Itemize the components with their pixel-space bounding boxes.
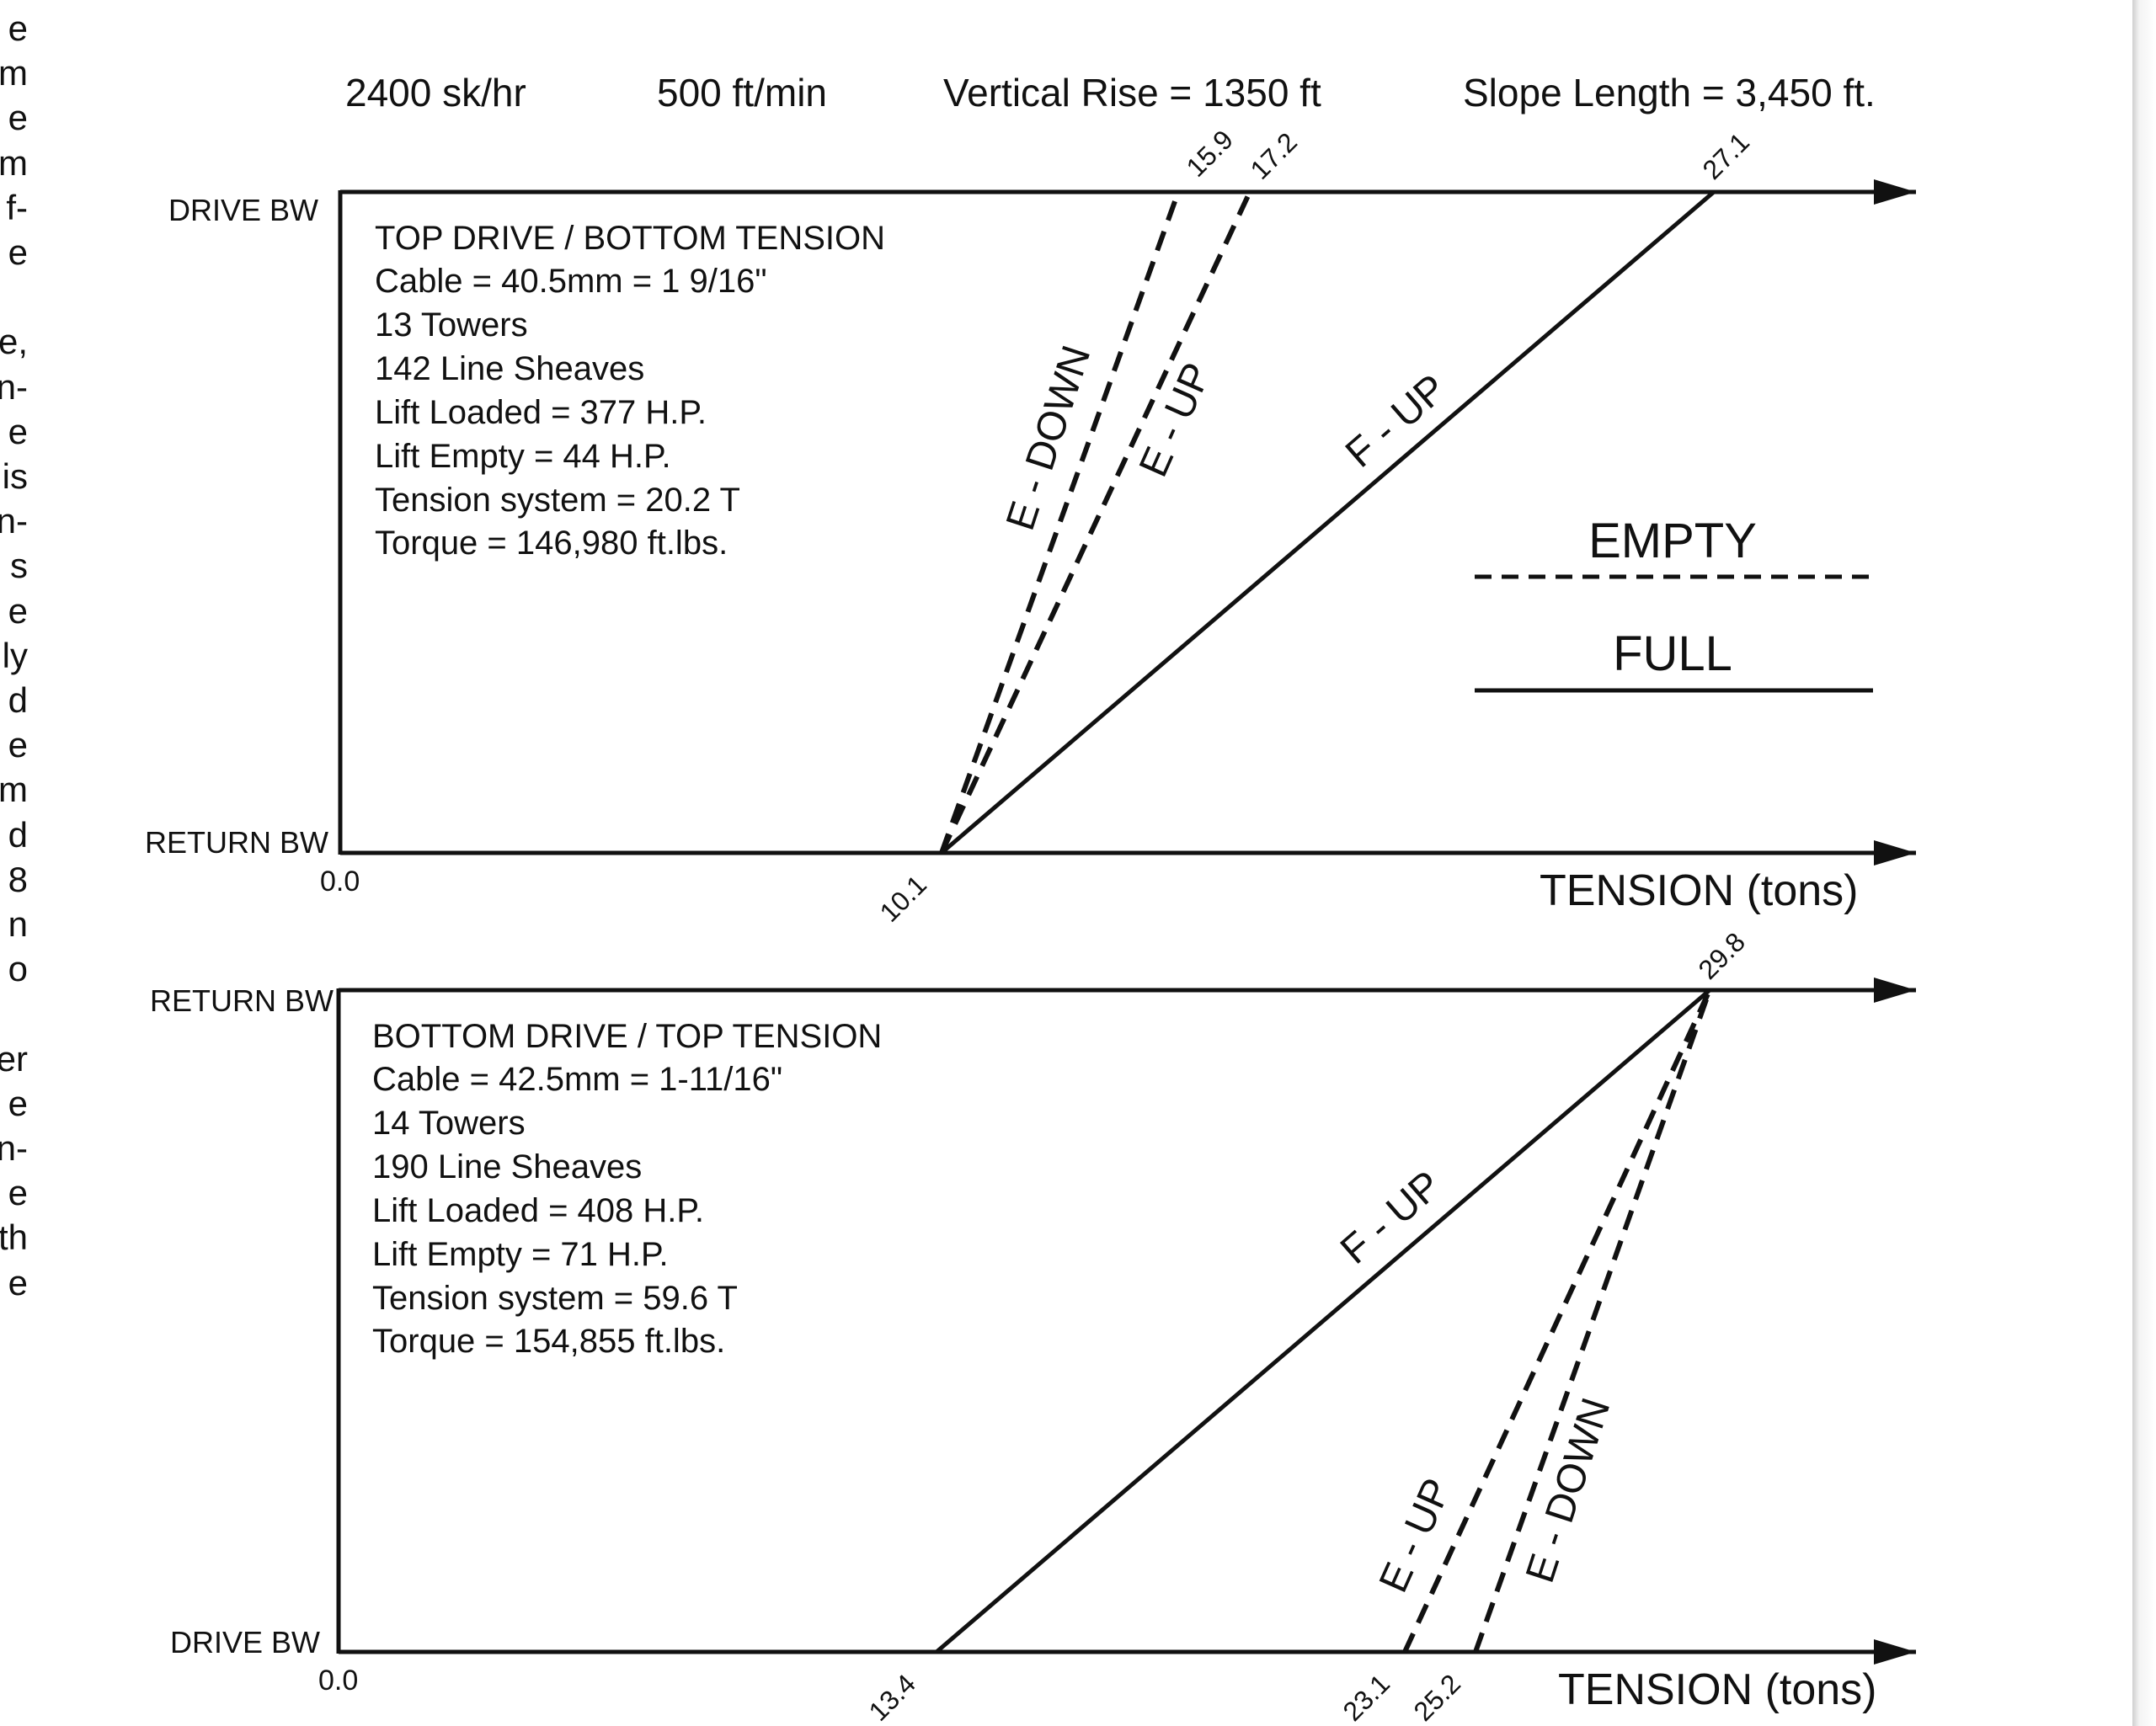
left-text-fragment: n	[8, 904, 28, 944]
bottom-diagram-axis-origin: 0.0	[318, 1665, 358, 1697]
bottom-spec-cable: Cable = 42.5mm = 1-11/16"	[372, 1061, 782, 1098]
left-text-fragment: e	[8, 1173, 28, 1213]
page-edge-shadow	[2132, 0, 2156, 1726]
left-text-fragment: e	[8, 725, 28, 765]
top-spec-lift-empty: Lift Empty = 44 H.P.	[375, 438, 671, 475]
legend-empty-label: EMPTY	[1588, 514, 1757, 568]
left-text-fragment: e	[8, 590, 28, 631]
left-text-fragment: e	[8, 98, 28, 138]
top-diagram-drive-bw-label: DRIVE BW	[168, 193, 318, 227]
top-line-e-down-label: E - DOWN	[998, 340, 1099, 535]
left-text-fragment: d	[8, 814, 28, 855]
top-diagram-axis-origin: 0.0	[320, 866, 360, 898]
left-text-fragment: e	[8, 8, 28, 48]
top-diagram-axis-title: TENSION (tons)	[1540, 866, 1859, 915]
left-text-fragment: m	[0, 142, 28, 183]
top-spec-torque: Torque = 146,980 ft.lbs.	[375, 525, 728, 562]
bottom-spec-title: BOTTOM DRIVE / TOP TENSION	[372, 1018, 882, 1055]
bottom-line-f-up-label: F - UP	[1332, 1163, 1449, 1273]
header-speed: 500 ft/min	[657, 71, 827, 115]
bottom-diagram-drive-bw-label: DRIVE BW	[170, 1625, 320, 1659]
top-line-e-down	[939, 190, 1181, 855]
top-spec-sheaves: 142 Line Sheaves	[375, 350, 644, 387]
top-diagram-return-bw-label: RETURN BW	[145, 825, 328, 860]
left-text-fragment: e,	[0, 322, 28, 362]
left-text-fragment: o	[8, 949, 28, 989]
left-text-fragment: n-	[0, 501, 28, 541]
header-slope-length: Slope Length = 3,450 ft.	[1463, 71, 1876, 115]
bottom-line-f-up	[935, 988, 1711, 1654]
legend-full-label: FULL	[1613, 626, 1732, 681]
top-spec-cable: Cable = 40.5mm = 1 9/16"	[375, 263, 767, 300]
legend: EMPTY FULL	[1475, 514, 1873, 693]
left-text-fragment: m	[0, 53, 28, 93]
top-spec-tension: Tension system = 20.2 T	[375, 482, 739, 519]
top-value-bottom: 10.1	[873, 869, 931, 927]
left-text-fragment: 8	[8, 859, 28, 899]
bottom-diagram-return-bw-label: RETURN BW	[150, 983, 334, 1018]
bottom-spec-torque: Torque = 154,855 ft.lbs.	[372, 1323, 725, 1360]
left-text-fragment: e	[8, 232, 28, 272]
left-text-fragment: s	[10, 546, 28, 586]
left-text-fragment: e	[8, 1262, 28, 1302]
bottom-value-e-up-bottom: 23.1	[1337, 1668, 1395, 1726]
left-text-fragment: e	[8, 411, 28, 451]
bottom-spec-lift-empty: Lift Empty = 71 H.P.	[372, 1236, 669, 1273]
top-value-e-down-top: 15.9	[1180, 124, 1238, 182]
bottom-value-top: 29.8	[1692, 926, 1750, 984]
bottom-value-e-down-bottom: 25.2	[1407, 1668, 1465, 1726]
top-spec-title: TOP DRIVE / BOTTOM TENSION	[375, 220, 885, 257]
bottom-spec-sheaves: 190 Line Sheaves	[372, 1148, 642, 1185]
header-rate: 2400 sk/hr	[345, 71, 526, 115]
bottom-diagram-specs: BOTTOM DRIVE / TOP TENSION Cable = 42.5m…	[372, 1018, 891, 1360]
left-text-fragment: ly	[2, 635, 28, 675]
top-value-e-up-top: 17.2	[1244, 126, 1302, 184]
top-line-f-up-label: F - UP	[1337, 366, 1454, 477]
bottom-line-e-down	[1473, 988, 1712, 1654]
top-diagram-specs: TOP DRIVE / BOTTOM TENSION Cable = 40.5m…	[375, 220, 894, 562]
top-spec-towers: 13 Towers	[375, 306, 528, 344]
bottom-diagram-axis-title: TENSION (tons)	[1558, 1665, 1877, 1714]
bottom-spec-tension: Tension system = 59.6 T	[372, 1280, 737, 1317]
left-text-fragment: is	[2, 456, 28, 496]
left-text-fragment: d	[8, 680, 28, 720]
bottom-value-f-up-bottom: 13.4	[862, 1668, 921, 1726]
left-text-fragment: f-	[6, 187, 28, 227]
bottom-line-e-up	[1402, 988, 1712, 1654]
left-text-fragment: n-	[0, 366, 28, 407]
left-text-fragment: e	[8, 1083, 28, 1123]
header-vertical-rise: Vertical Rise = 1350 ft	[943, 71, 1321, 115]
top-line-e-up	[939, 190, 1252, 855]
bottom-spec-towers: 14 Towers	[372, 1105, 526, 1142]
diagram-bottom: RETURN BW DRIVE BW 0.0 TENSION (tons) BO…	[150, 926, 1916, 1726]
left-text-fragment: er	[0, 1038, 28, 1079]
top-spec-lift-loaded: Lift Loaded = 377 H.P.	[375, 394, 707, 431]
left-text-fragment: n-	[0, 1128, 28, 1168]
top-line-e-up-label: E - UP	[1131, 356, 1220, 483]
top-line-f-up	[940, 190, 1716, 855]
bottom-spec-lift-loaded: Lift Loaded = 408 H.P.	[372, 1192, 704, 1229]
left-text-fragment: th	[0, 1217, 28, 1258]
bottom-line-e-up-label: E - UP	[1371, 1472, 1460, 1599]
left-text-fragment: m	[0, 770, 28, 810]
top-value-f-up-top: 27.1	[1696, 126, 1754, 184]
